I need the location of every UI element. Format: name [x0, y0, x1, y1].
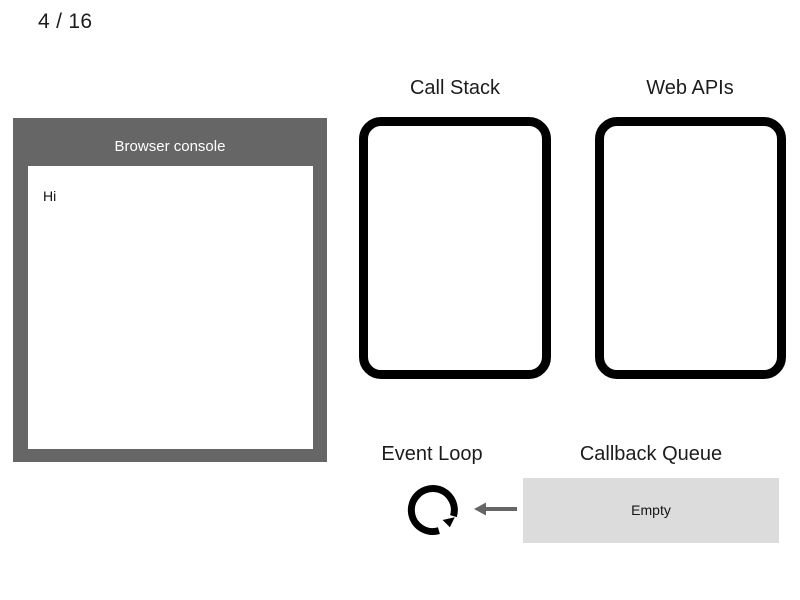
callback-queue-status: Empty — [631, 502, 671, 518]
web-apis-box — [595, 117, 786, 379]
slide-counter: 4 / 16 — [38, 10, 93, 33]
browser-console-title: Browser console — [114, 138, 226, 155]
callback-queue-box: Empty — [523, 478, 779, 543]
event-loop-heading: Event Loop — [381, 443, 483, 465]
web-apis-heading: Web APIs — [646, 77, 734, 99]
arrow-left-icon — [473, 498, 519, 520]
call-stack-box — [359, 117, 551, 379]
call-stack-heading: Call Stack — [409, 77, 501, 99]
console-log-line: Hi — [43, 188, 57, 204]
circular-arrow-icon — [404, 481, 462, 539]
browser-console-window: Browser console Hi — [13, 118, 327, 462]
callback-queue-heading: Callback Queue — [579, 443, 723, 465]
browser-console-output: Hi — [28, 166, 313, 449]
